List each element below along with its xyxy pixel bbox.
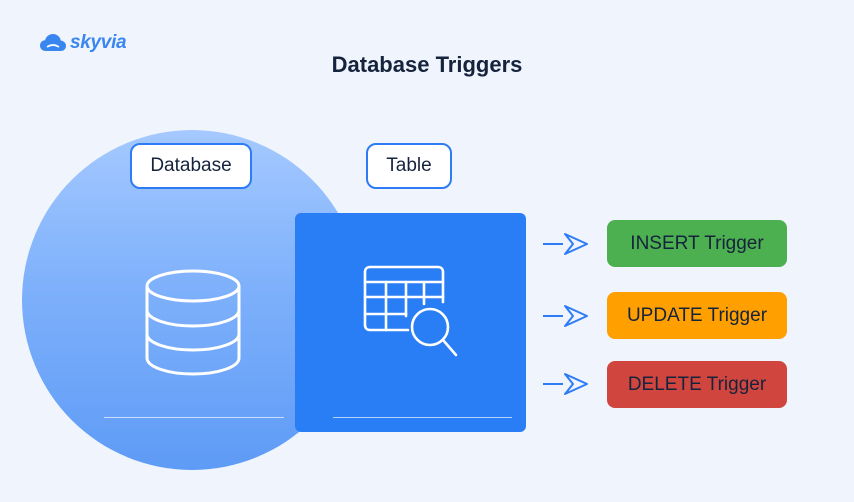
cloud-icon <box>40 34 66 51</box>
update-trigger: UPDATE Trigger <box>607 292 787 339</box>
database-icon <box>145 269 241 376</box>
logo-text: skyvia <box>70 32 127 53</box>
insert-trigger: INSERT Trigger <box>607 220 787 267</box>
delete-trigger: DELETE Trigger <box>607 361 787 408</box>
table-panel <box>295 213 526 432</box>
arrow-right-icon <box>543 305 588 327</box>
page-title: Database Triggers <box>331 52 523 77</box>
arrow-right-icon <box>543 233 588 255</box>
table-search-icon <box>363 265 458 357</box>
table-label: Table <box>366 143 452 189</box>
table-underline <box>333 417 512 418</box>
database-label: Database <box>130 143 252 189</box>
skyvia-logo: skyvia <box>40 32 127 54</box>
database-underline <box>104 417 284 418</box>
arrow-right-icon <box>543 373 588 395</box>
